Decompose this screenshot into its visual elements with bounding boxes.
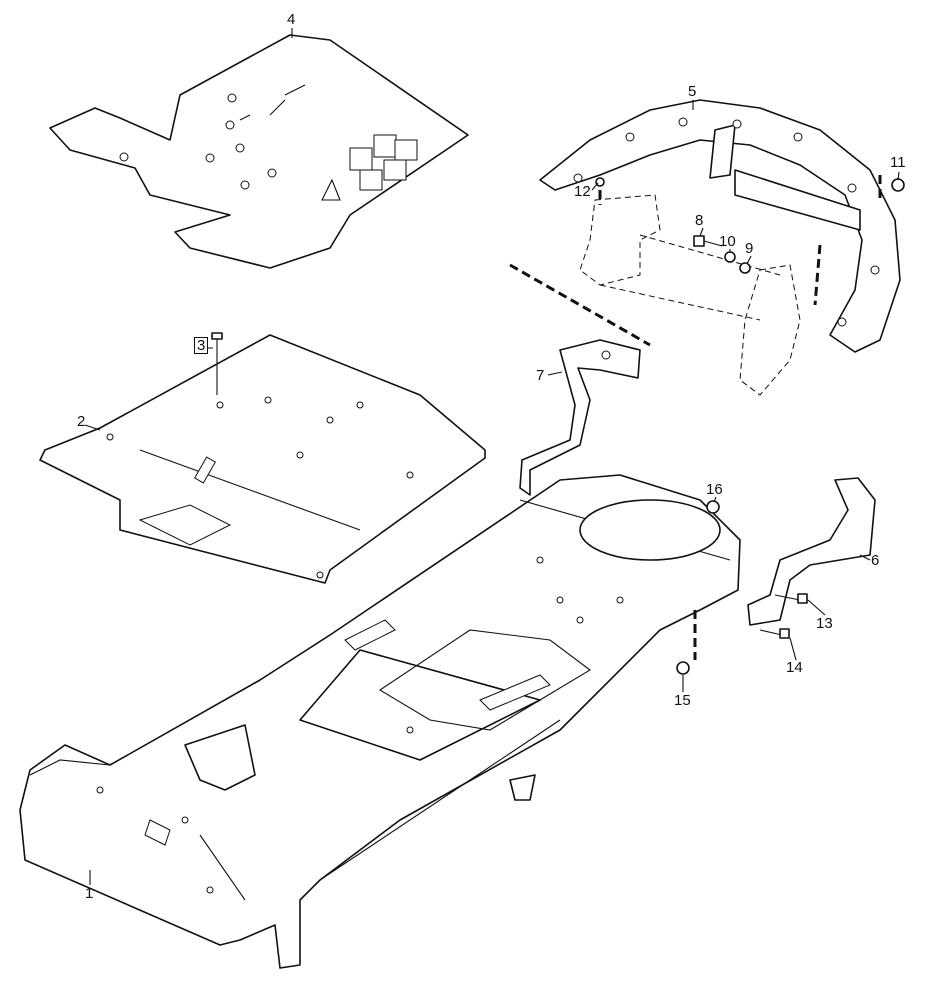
phantom-rear-bracket [579,194,801,396]
part-4-floor-mat [49,34,469,269]
callout-16: 16 [706,481,723,498]
callout-14: 14 [786,659,803,676]
part-6-bracket [747,477,876,626]
callout-11: 11 [890,154,906,171]
callout-4: 4 [287,11,296,28]
callout-3: 3 [194,337,209,354]
callout-2: 2 [77,413,86,430]
callout-15: 15 [674,692,691,709]
part-2-floor-pan [39,334,486,584]
part-5-rear-bumper [539,99,901,353]
part-3-bolt [211,332,223,395]
callout-1: 1 [85,885,94,902]
part-1-frame [19,474,741,969]
callout-13: 13 [816,615,833,632]
callout-8: 8 [695,212,704,229]
callout-6: 6 [871,552,880,569]
callout-10: 10 [719,233,736,250]
callout-5: 5 [688,83,697,100]
callout-12: 12 [574,183,591,200]
part-7-bracket [519,339,641,496]
hardware-13-16 [676,500,808,675]
callout-9: 9 [745,240,754,257]
leader-lines [84,28,900,885]
callout-7: 7 [536,367,545,384]
